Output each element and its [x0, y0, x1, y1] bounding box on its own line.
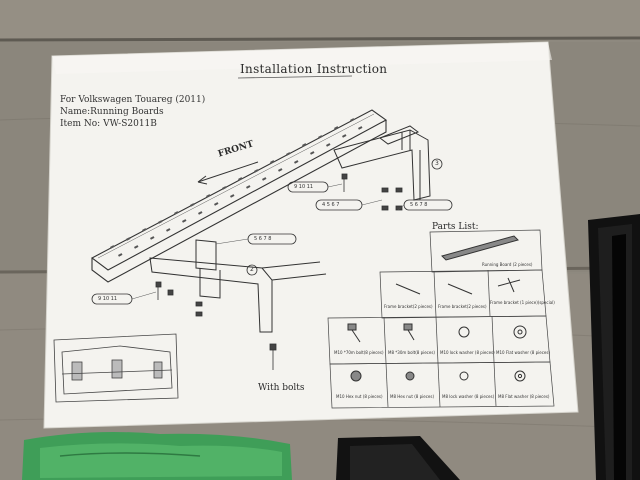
black-bracket-bottom — [336, 436, 460, 480]
rear-frame-bracket — [333, 125, 431, 201]
inset-diagram — [53, 333, 179, 403]
bolt-group — [155, 173, 403, 370]
leader-lines — [131, 183, 405, 300]
instruction-paper — [43, 41, 579, 429]
front-frame-bracket — [149, 239, 327, 333]
part-icons — [347, 235, 527, 382]
green-plastic-bag — [22, 432, 292, 480]
black-bracket-right — [588, 214, 640, 480]
running-board-drawing — [90, 109, 388, 283]
front-arrow — [197, 161, 259, 185]
parts-grid — [327, 229, 555, 409]
running-board-slots — [109, 118, 363, 257]
